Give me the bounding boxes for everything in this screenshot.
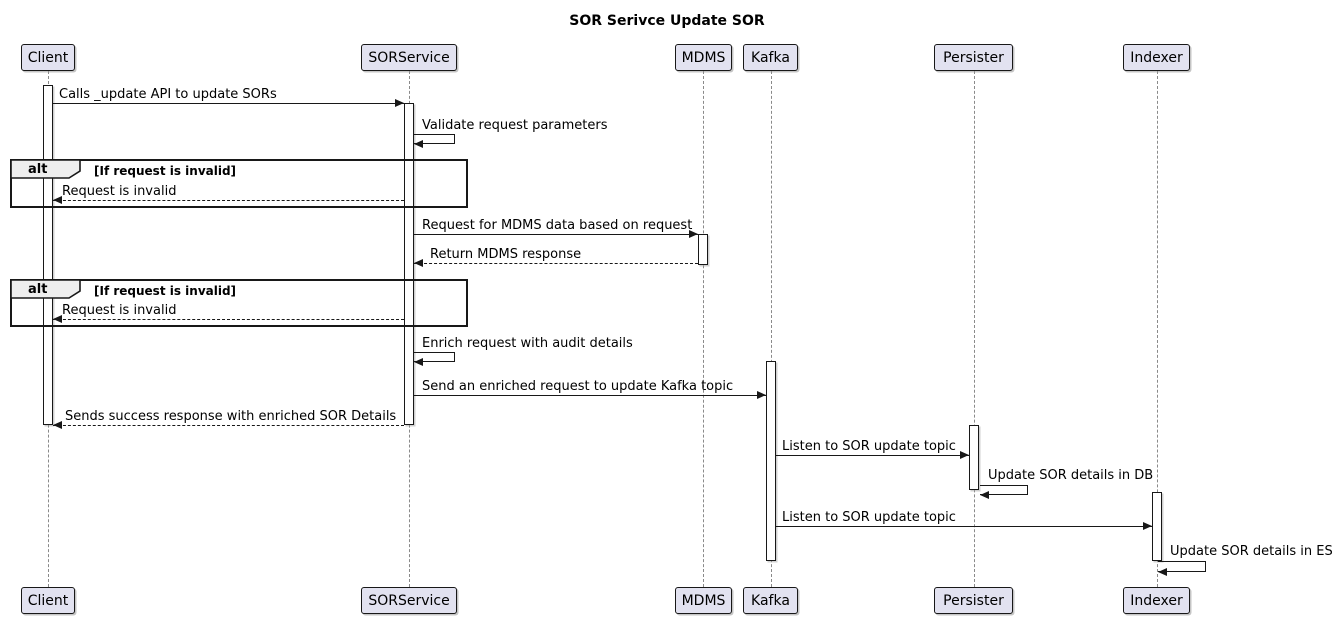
msg-1-loop — [414, 134, 455, 144]
msg-12-label: Update SOR details in ES — [1170, 544, 1333, 559]
msg-3-line — [414, 234, 698, 235]
participant-indexer-top: Indexer — [1123, 44, 1190, 71]
msg-3-arrowhead — [689, 230, 698, 238]
msg-0-label: Calls _update API to update SORs — [59, 87, 277, 102]
msg-7-line — [414, 395, 766, 396]
lifeline-kafka — [771, 71, 772, 587]
msg-10-arrowhead — [980, 491, 989, 499]
alt-1-operator-label: alt — [28, 162, 48, 177]
activation-kafka — [766, 361, 776, 561]
msg-8-line — [53, 425, 404, 426]
msg-4-label: Return MDMS response — [430, 247, 582, 262]
msg-11-arrowhead — [1143, 522, 1152, 530]
msg-6-loop — [414, 352, 455, 362]
participant-mdms-bottom: MDMS — [675, 587, 732, 614]
msg-5-line — [53, 319, 404, 320]
msg-0-arrowhead — [395, 99, 404, 107]
msg-11-label: Listen to SOR update topic — [782, 510, 956, 525]
activation-persister — [969, 425, 979, 490]
msg-7-arrowhead — [757, 391, 766, 399]
participant-indexer-bottom: Indexer — [1123, 587, 1190, 614]
msg-0-line — [53, 103, 404, 104]
activation-sorservice — [404, 103, 414, 425]
alt-fragment-2: alt [If request is invalid] — [10, 279, 468, 327]
msg-7-label: Send an enriched request to update Kafka… — [422, 379, 734, 394]
msg-6-arrowhead — [414, 358, 423, 366]
participant-kafka-bottom: Kafka — [743, 587, 798, 614]
msg-4-arrowhead — [414, 259, 423, 267]
alt-2-pentagon — [10, 279, 81, 299]
alt-1-condition-label: [If request is invalid] — [94, 164, 237, 178]
participant-client-top: Client — [21, 44, 75, 71]
msg-4-line — [414, 263, 698, 264]
msg-3-label: Request for MDMS data based on request — [422, 218, 693, 233]
msg-5-arrowhead — [53, 315, 62, 323]
diagram-title: SOR Serivce Update SOR — [569, 13, 765, 29]
msg-8-arrowhead — [53, 421, 62, 429]
msg-2-arrowhead — [53, 196, 62, 204]
msg-2-label: Request is invalid — [62, 184, 177, 199]
participant-persister-bottom: Persister — [934, 587, 1013, 614]
alt-1-pentagon — [10, 159, 81, 179]
alt-2-operator-label: alt — [28, 282, 48, 297]
lifeline-indexer — [1157, 71, 1158, 587]
participant-persister-top: Persister — [934, 44, 1013, 71]
msg-6-label: Enrich request with audit details — [422, 336, 633, 351]
msg-1-label: Validate request parameters — [422, 118, 608, 133]
alt-fragment-1: alt [If request is invalid] — [10, 159, 468, 208]
activation-client — [43, 85, 53, 425]
lifeline-persister — [974, 71, 975, 587]
alt-2-condition-label: [If request is invalid] — [94, 284, 237, 298]
msg-10-loop — [980, 485, 1028, 495]
activation-indexer — [1152, 492, 1162, 561]
msg-9-line — [776, 455, 969, 456]
participant-kafka-top: Kafka — [743, 44, 798, 71]
msg-9-arrowhead — [960, 451, 969, 459]
participant-sorservice-top: SORService — [361, 44, 457, 71]
msg-2-line — [53, 200, 404, 201]
lifeline-mdms — [703, 71, 704, 587]
msg-1-arrowhead — [414, 140, 423, 148]
msg-12-loop — [1158, 561, 1206, 572]
msg-5-label: Request is invalid — [62, 303, 177, 318]
activation-mdms — [698, 234, 708, 265]
msg-10-label: Update SOR details in DB — [988, 468, 1154, 483]
msg-11-line — [776, 526, 1152, 527]
participant-sorservice-bottom: SORService — [361, 587, 457, 614]
participant-client-bottom: Client — [21, 587, 75, 614]
msg-12-arrowhead — [1158, 568, 1167, 576]
participant-mdms-top: MDMS — [675, 44, 732, 71]
msg-9-label: Listen to SOR update topic — [782, 439, 956, 454]
msg-8-label: Sends success response with enriched SOR… — [65, 409, 397, 424]
